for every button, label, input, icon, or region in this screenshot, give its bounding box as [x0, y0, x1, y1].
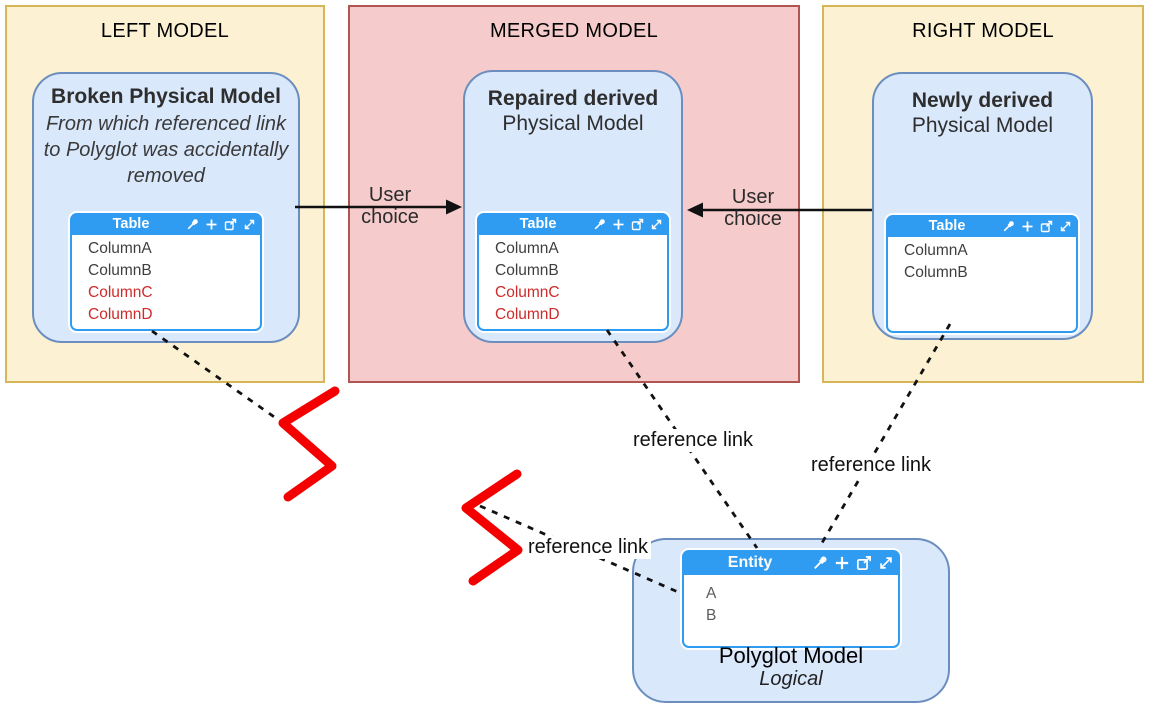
reference-link-merged-label: reference link — [630, 429, 757, 452]
reference-link-right-label: reference link — [808, 454, 935, 477]
merged-table-toolbar — [593, 218, 663, 231]
user-choice-left-label: User choice — [361, 184, 419, 228]
open-external-icon[interactable] — [631, 218, 644, 231]
eyedropper-icon[interactable] — [1002, 220, 1015, 233]
newly-model-heading: Newly derived — [911, 89, 1054, 112]
reference-link-broken-label: reference link — [525, 536, 652, 559]
table-row: ColumnA — [495, 240, 559, 257]
resize-diagonal-icon[interactable] — [1059, 220, 1072, 233]
entity-table-title: Entity — [727, 553, 773, 571]
table-row: ColumnD — [88, 306, 153, 323]
add-icon[interactable] — [612, 218, 625, 231]
entity-table-body: A B — [682, 575, 900, 648]
left-panel-title: LEFT MODEL — [100, 20, 230, 42]
right-table-title: Table — [928, 218, 966, 234]
table-row: A — [706, 585, 717, 602]
open-external-icon[interactable] — [856, 555, 872, 571]
right-table: Table ColumnA ColumnB — [886, 215, 1078, 333]
merged-panel-title: MERGED MODEL — [489, 20, 659, 42]
add-icon[interactable] — [205, 218, 218, 231]
open-external-icon[interactable] — [224, 218, 237, 231]
polyglot-model-subtitle: Logical — [759, 668, 823, 690]
merged-table: Table ColumnA ColumnB ColumnC ColumnD — [477, 213, 669, 331]
right-table-body: ColumnA ColumnB — [886, 237, 1078, 333]
left-table-toolbar — [186, 218, 256, 231]
newly-model-subheading: Physical Model — [911, 114, 1054, 138]
broken-model-note: From which referenced link to Polyglot w… — [43, 113, 289, 188]
resize-diagonal-icon[interactable] — [243, 218, 256, 231]
break-squiggle-icon — [461, 469, 523, 586]
table-row: ColumnB — [495, 262, 559, 279]
left-table-title: Table — [112, 216, 150, 232]
resize-diagonal-icon[interactable] — [650, 218, 663, 231]
right-table-toolbar — [1002, 220, 1072, 233]
left-table: Table ColumnA ColumnB ColumnC ColumnD — [70, 213, 262, 331]
merged-table-title: Table — [519, 216, 557, 232]
table-row: ColumnA — [904, 242, 968, 259]
table-row: ColumnB — [88, 262, 152, 279]
add-icon[interactable] — [1021, 220, 1034, 233]
break-squiggle-icon — [278, 386, 340, 502]
repaired-model-heading: Repaired derived — [487, 87, 659, 110]
right-table-header: Table — [886, 215, 1078, 237]
repaired-model-subheading: Physical Model — [502, 112, 644, 136]
eyedropper-icon[interactable] — [593, 218, 606, 231]
table-row: B — [706, 607, 717, 624]
merged-table-body: ColumnA ColumnB ColumnC ColumnD — [477, 235, 669, 331]
open-external-icon[interactable] — [1040, 220, 1053, 233]
left-table-body: ColumnA ColumnB ColumnC ColumnD — [70, 235, 262, 331]
polyglot-model-title: Polyglot Model — [718, 643, 864, 668]
table-row: ColumnC — [88, 284, 153, 301]
right-panel-title: RIGHT MODEL — [912, 20, 1054, 42]
entity-table-toolbar — [812, 555, 894, 571]
add-icon[interactable] — [834, 555, 850, 571]
broken-model-heading: Broken Physical Model — [51, 85, 281, 108]
table-row: ColumnD — [495, 306, 560, 323]
resize-diagonal-icon[interactable] — [878, 555, 894, 571]
table-row: ColumnC — [495, 284, 560, 301]
entity-table-header: Entity — [682, 550, 900, 575]
left-table-header: Table — [70, 213, 262, 235]
table-row: ColumnB — [904, 264, 968, 281]
polyglot-entity-table: Entity A B — [682, 550, 900, 648]
eyedropper-icon[interactable] — [812, 555, 828, 571]
user-choice-right-label: User choice — [724, 186, 782, 230]
eyedropper-icon[interactable] — [186, 218, 199, 231]
table-row: ColumnA — [88, 240, 152, 257]
merged-table-header: Table — [477, 213, 669, 235]
